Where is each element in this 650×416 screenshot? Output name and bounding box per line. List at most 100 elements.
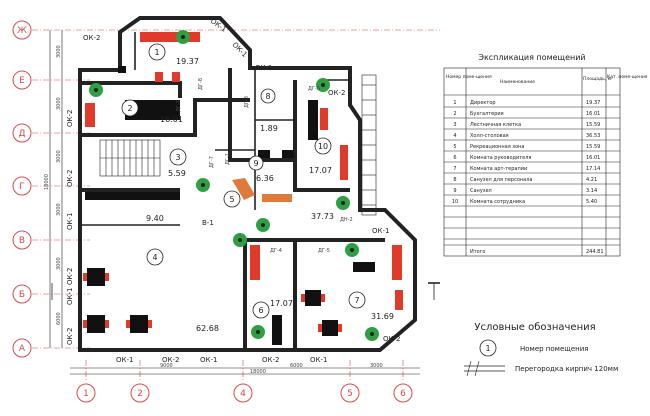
staircase [99,139,161,177]
door-label: ДН-2 [340,217,353,223]
svg-text:1: 1 [83,389,89,399]
plant-icon [176,30,190,44]
svg-text:3: 3 [453,122,456,128]
furniture-sofa [232,178,292,202]
room-marker: 4 [146,248,164,266]
svg-text:Б: Б [19,290,25,300]
svg-text:6: 6 [400,389,406,399]
row-axis-markers: Ж Е Д Г В Б А [12,20,32,358]
svg-text:7: 7 [453,166,456,172]
room-marker: 3 [169,148,187,166]
svg-text:1: 1 [453,100,456,106]
door-label: ДГ-8 [198,78,204,90]
svg-text:1: 1 [154,48,159,57]
dining-table [126,315,152,333]
axis-marker-row: Г [12,176,32,196]
svg-text:9: 9 [253,159,258,168]
axis-marker-col: 4 [233,383,253,403]
svg-text:9000: 9000 [160,363,173,369]
axis-marker-col: 2 [130,383,150,403]
svg-text:5: 5 [453,144,456,150]
cabinet [155,72,163,82]
svg-text:Г: Г [19,182,25,192]
dining-table [301,290,325,306]
kitchen-counter [85,192,180,200]
window-label: ОК-2 [83,34,100,42]
svg-text:Директор: Директор [470,100,496,106]
table-row: 9 Санузел 3.14 [453,188,597,194]
room-marker: 6 [252,301,270,319]
plant-icon [233,233,247,247]
window-label: ОК-2 [162,356,179,364]
dimension-lines: 3000 3000 3000 3000 3000 6000 18000 9000… [44,30,420,375]
svg-text:16.01: 16.01 [586,111,600,117]
svg-text:18000: 18000 [44,174,50,190]
partitions [80,32,350,226]
room-area: 62.68 [196,324,219,333]
cabinet [340,145,348,180]
room-area: 31.69 [371,312,394,321]
desk [272,315,282,345]
plant-icon [256,218,270,232]
svg-text:3.14: 3.14 [586,188,597,194]
window-label: ОК-2 [383,335,400,343]
svg-text:Комната арт-терапии: Комната арт-терапии [470,166,527,172]
svg-text:3000: 3000 [370,363,383,369]
column-axis-markers: 1 2 4 5 6 [76,383,413,403]
svg-text:4: 4 [453,133,456,139]
table-header: Площадь, м² [583,76,613,82]
table-header: Кат. поме-щения [607,74,648,80]
svg-text:8: 8 [453,177,456,183]
svg-text:Ж: Ж [17,26,27,36]
plant-icon [336,196,350,210]
svg-text:5.40: 5.40 [586,199,597,205]
window-label: ОК-2 [328,89,345,97]
window-label: ОК-2 [262,356,279,364]
svg-text:6000: 6000 [290,363,303,369]
room-area: 5.59 [168,169,186,178]
window-label: ОК-1 [372,227,389,235]
svg-text:В: В [19,236,25,246]
svg-text:3000: 3000 [56,203,62,216]
room-marker: 9 [248,155,264,171]
svg-text:10: 10 [318,142,328,151]
exterior-walls [78,16,417,352]
room-area: 17.07 [309,166,332,175]
cabinet [392,245,402,280]
room-marker: 7 [348,291,366,309]
cabinet [172,72,180,82]
svg-text:9: 9 [453,188,456,194]
svg-text:244.81: 244.81 [586,249,604,255]
svg-text:2: 2 [127,104,132,113]
svg-text:4.21: 4.21 [586,177,597,183]
explication-title: Экспликация помещений [478,53,585,62]
axis-marker-row: В [12,230,32,250]
room-area: 19.37 [176,57,199,66]
svg-text:3000: 3000 [56,45,62,58]
door-label: ДГ-5 [318,248,330,254]
window-label: ОК-1 [200,356,217,364]
svg-text:Итого: Итого [470,249,485,255]
cabinet [320,108,328,130]
svg-text:6: 6 [453,155,456,161]
axis-marker-row: Б [12,284,32,304]
door-label: ДГ-4 [270,248,282,254]
cabinet [140,32,200,42]
svg-text:Санузел: Санузел [470,188,492,194]
entrance-marker [51,282,440,300]
svg-text:А: А [19,344,26,354]
svg-text:17.14: 17.14 [586,166,600,172]
svg-text:3000: 3000 [56,150,62,163]
room-area: 37.73 [311,212,334,221]
table-header: Номер поме-щения [446,74,492,80]
axis-marker-row: Д [12,123,32,143]
window-label: ОК-2 [66,268,74,285]
door-label: ДГ-6 [308,86,320,92]
desk [125,100,180,120]
toilet [258,150,270,158]
